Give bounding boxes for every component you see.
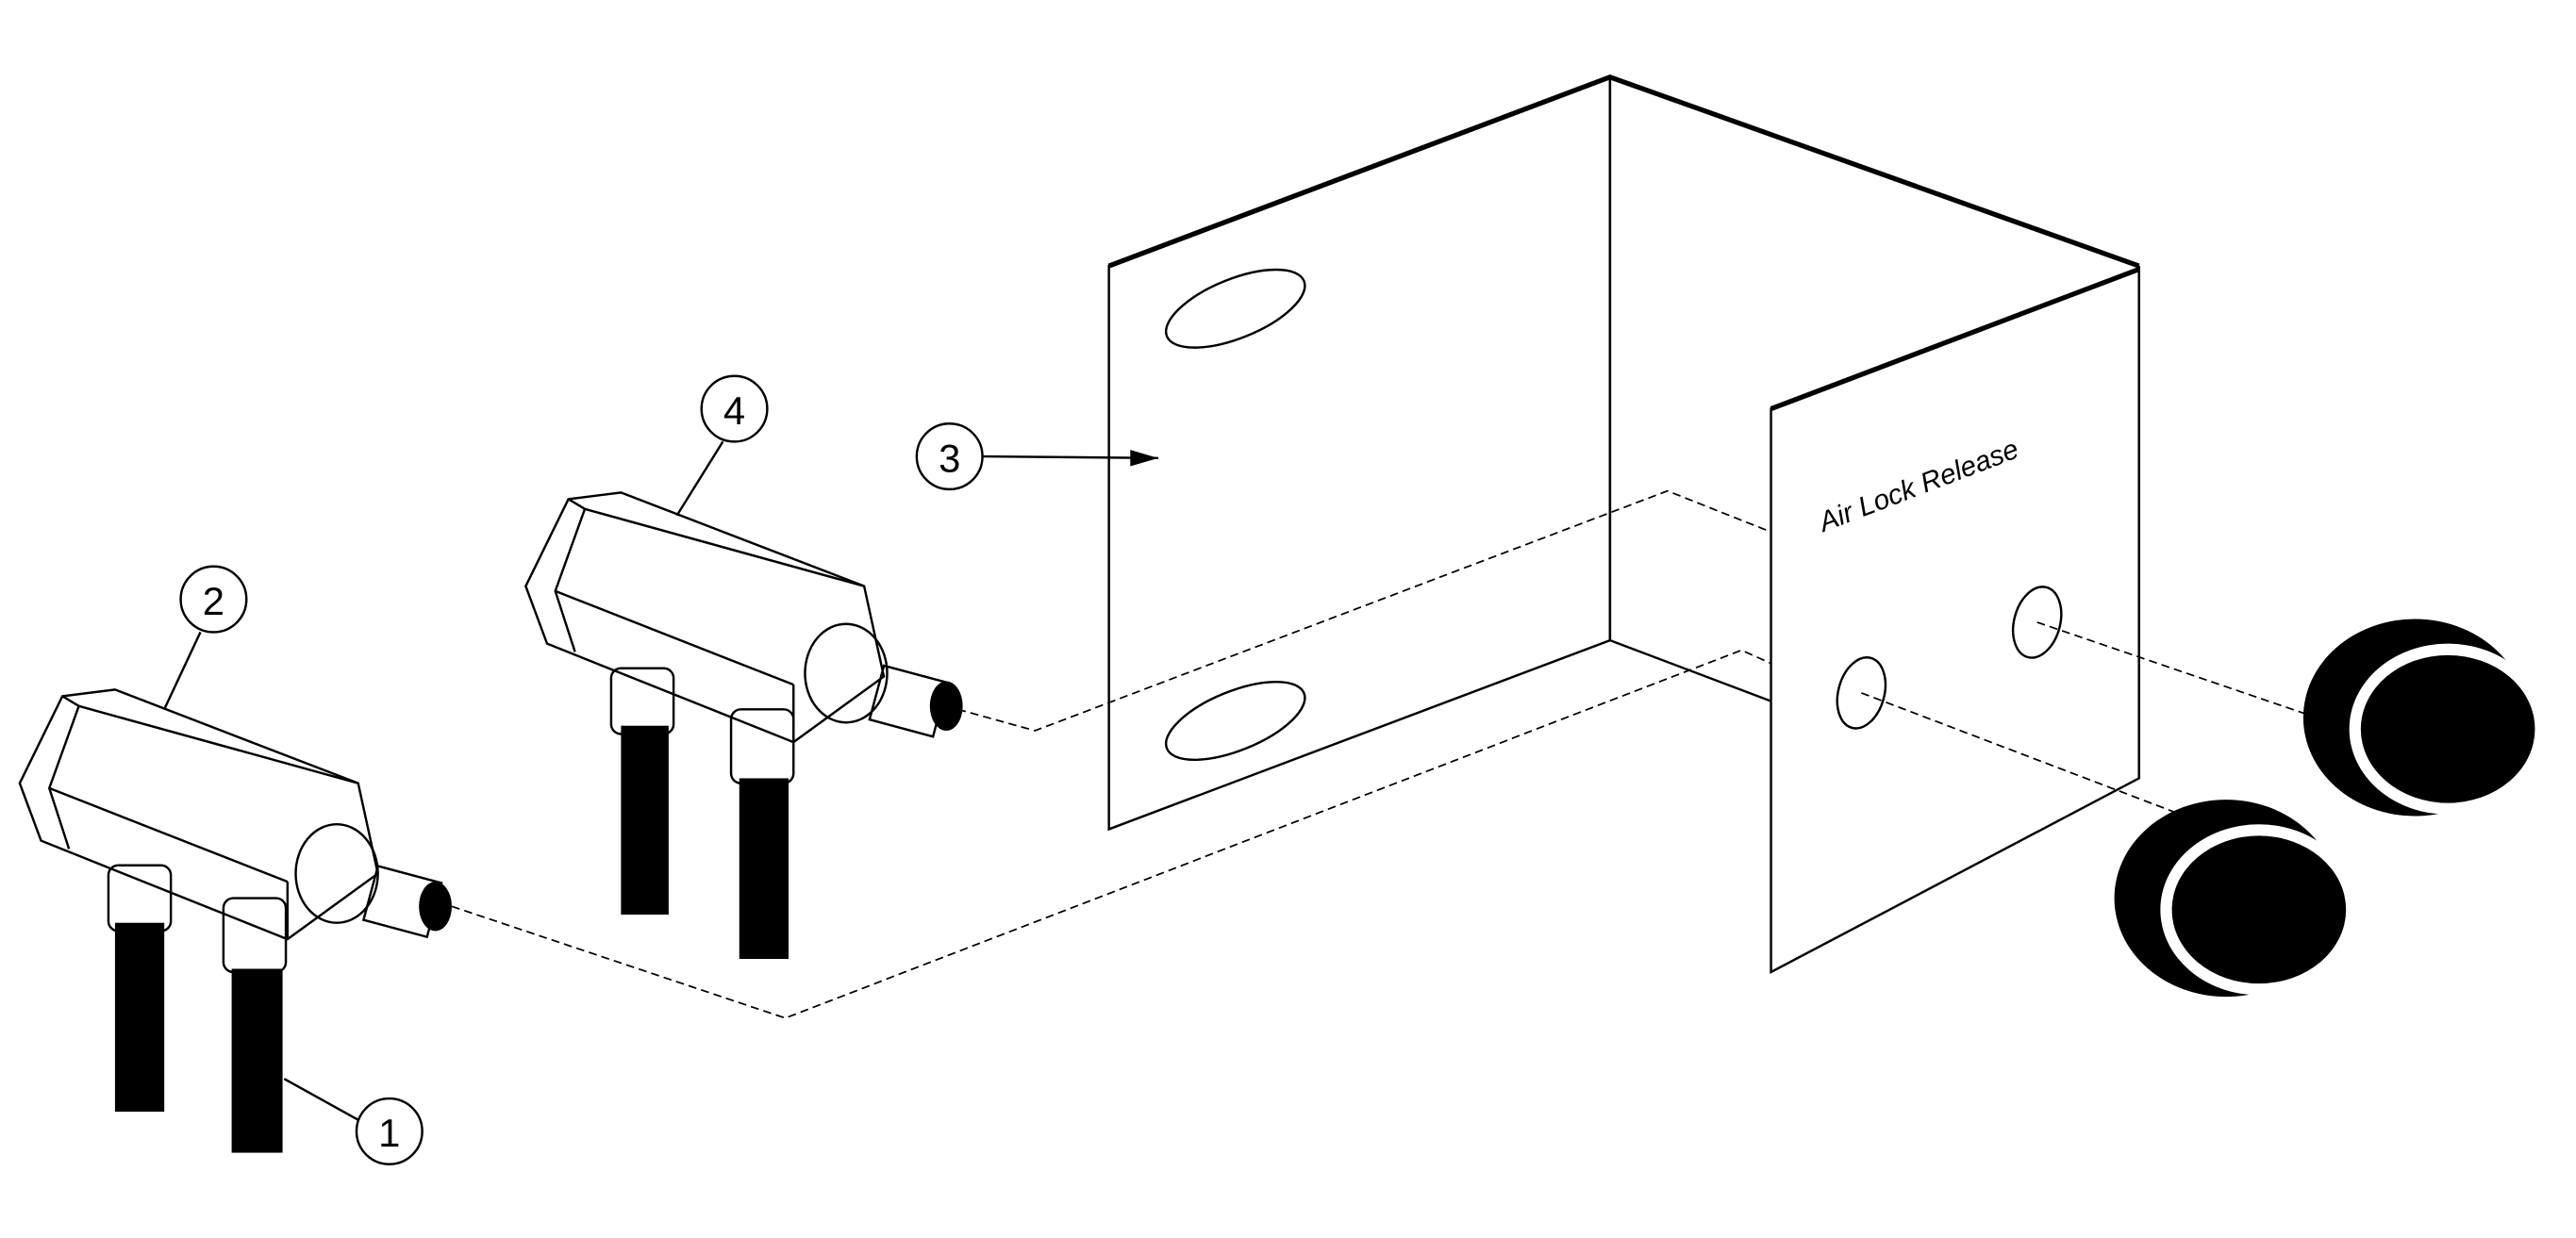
svg-text:3: 3 (939, 436, 960, 480)
sensor-switch-4 (524, 491, 963, 960)
cable (739, 778, 789, 960)
slot-upper (1164, 268, 1306, 349)
callout-1: 1 (283, 1078, 424, 1165)
callout-4: 4 (675, 374, 769, 517)
mounting-hole-right (2011, 586, 2063, 659)
panel-label: Air Lock Release (1813, 434, 2023, 539)
svg-text:1: 1 (378, 1111, 400, 1155)
button-cap-upper (2302, 619, 2547, 817)
slot-lower (1164, 680, 1306, 762)
cable (231, 968, 283, 1153)
svg-text:4: 4 (723, 388, 745, 433)
callout-2: 2 (163, 565, 248, 710)
svg-text:2: 2 (203, 579, 224, 623)
cable (114, 922, 165, 1113)
cable (621, 725, 669, 916)
sensor-switch-2 (18, 688, 452, 1153)
assembly-lines (451, 489, 2318, 1019)
mounting-hole-left (1836, 656, 1887, 730)
button-cap-lower (2114, 800, 2358, 998)
callout-3: 3 (915, 422, 1158, 491)
mounting-bracket: Air Lock Release (1107, 74, 2140, 974)
